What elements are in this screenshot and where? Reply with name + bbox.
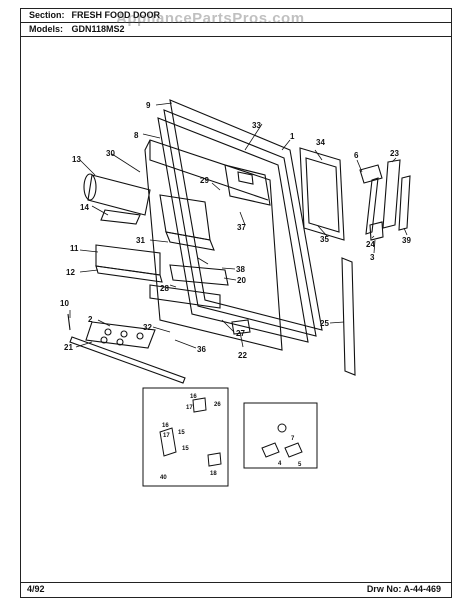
callout-34: 34 bbox=[316, 138, 325, 147]
callout-9: 9 bbox=[146, 101, 151, 110]
callout-15: 15 bbox=[178, 430, 185, 436]
callout-31: 31 bbox=[136, 236, 145, 245]
section-value: FRESH FOOD DOOR bbox=[71, 10, 161, 20]
callout-17: 17 bbox=[163, 433, 170, 439]
door-shelf-mid bbox=[169, 264, 229, 286]
door-liner bbox=[144, 139, 283, 351]
grill-hole bbox=[136, 332, 144, 340]
handle-trim bbox=[398, 175, 411, 231]
liner-upper-edge bbox=[149, 140, 269, 201]
handle-bracket bbox=[231, 319, 251, 335]
dairy-door-window bbox=[237, 171, 254, 185]
callout-20: 20 bbox=[237, 276, 246, 285]
grill-hole bbox=[116, 338, 124, 346]
callout-38: 38 bbox=[236, 265, 245, 274]
callout-40: 40 bbox=[160, 475, 167, 481]
callout-12: 12 bbox=[66, 268, 75, 277]
models-value: GDN118MS2 bbox=[71, 24, 125, 34]
door-panel-inner bbox=[305, 157, 340, 233]
callout-25: 25 bbox=[320, 319, 329, 328]
grill-hole bbox=[120, 330, 128, 338]
callout-5: 5 bbox=[298, 462, 302, 468]
callout-labels: 9 8 33 1 34 13 30 29 14 31 11 12 10 2 21… bbox=[60, 101, 411, 481]
callout-30: 30 bbox=[106, 149, 115, 158]
callout-14: 14 bbox=[80, 203, 89, 212]
butter-compartment-base bbox=[165, 231, 215, 251]
grill-hole bbox=[100, 336, 108, 344]
footer: 4/92 Drw No: A-44-469 bbox=[21, 582, 451, 597]
callout-27: 27 bbox=[236, 329, 245, 338]
door-handle bbox=[382, 159, 401, 229]
callout-22: 22 bbox=[238, 351, 247, 360]
grill-plate bbox=[85, 321, 156, 349]
section-label: Section: bbox=[29, 10, 65, 20]
screw bbox=[67, 313, 71, 331]
door-outer-panel bbox=[169, 99, 323, 331]
callout-21: 21 bbox=[64, 343, 73, 352]
inset-cam-5 bbox=[284, 442, 303, 458]
insets bbox=[142, 387, 318, 487]
callout-18: 18 bbox=[210, 471, 217, 477]
loose-parts bbox=[67, 147, 411, 384]
callout-1: 1 bbox=[290, 132, 295, 141]
door-gasket bbox=[163, 109, 317, 337]
callout-7: 7 bbox=[291, 436, 295, 442]
callout-26: 26 bbox=[214, 402, 221, 408]
door-panel-34 bbox=[299, 147, 345, 241]
callout-39: 39 bbox=[402, 236, 411, 245]
inset-bracket bbox=[207, 452, 222, 467]
hinge-bracket bbox=[369, 221, 384, 241]
callout-16b: 16 bbox=[190, 394, 197, 400]
inset-clip bbox=[192, 397, 207, 413]
callout-6: 6 bbox=[354, 151, 359, 160]
drawing-number: Drw No: A-44-469 bbox=[366, 584, 441, 594]
callout-35: 35 bbox=[320, 235, 329, 244]
callout-23: 23 bbox=[390, 149, 399, 158]
hinge-arm bbox=[365, 177, 379, 235]
diagram-frame: Section: FRESH FOOD DOOR Models: GDN118M… bbox=[20, 8, 452, 598]
egg-tray bbox=[100, 209, 141, 225]
callout-32: 32 bbox=[143, 323, 152, 332]
rail-end-cap bbox=[83, 173, 97, 201]
inset-hinge-part bbox=[159, 427, 177, 457]
hinge-top bbox=[359, 164, 383, 184]
watermark: AppliancePartsPros.com bbox=[116, 10, 305, 27]
callout-28: 28 bbox=[160, 284, 169, 293]
callout-17b: 17 bbox=[186, 405, 193, 411]
bottom-trim-strip bbox=[69, 336, 186, 384]
callout-2: 2 bbox=[88, 315, 93, 324]
callout-11: 11 bbox=[70, 244, 79, 253]
door-strip bbox=[341, 257, 356, 376]
footer-date: 4/92 bbox=[27, 584, 45, 594]
callout-3: 3 bbox=[370, 253, 375, 262]
callout-24: 24 bbox=[366, 240, 375, 249]
leader-lines bbox=[69, 102, 408, 349]
callout-16: 16 bbox=[162, 423, 169, 429]
models-label: Models: bbox=[29, 24, 64, 34]
grill-hole bbox=[104, 328, 112, 336]
inset-right bbox=[243, 402, 318, 469]
callout-8: 8 bbox=[134, 131, 139, 140]
inset-left bbox=[142, 387, 229, 487]
callout-13: 13 bbox=[72, 155, 81, 164]
egg-rack-rail bbox=[87, 174, 151, 216]
inset-pin bbox=[277, 423, 287, 433]
door-liner-rim bbox=[157, 117, 309, 343]
callout-33: 33 bbox=[252, 121, 261, 130]
callout-29: 29 bbox=[200, 176, 209, 185]
callout-15b: 15 bbox=[182, 446, 189, 452]
dairy-door bbox=[224, 164, 271, 206]
section-row: Section: FRESH FOOD DOOR bbox=[21, 9, 451, 23]
callout-37: 37 bbox=[237, 223, 246, 232]
callout-36: 36 bbox=[197, 345, 206, 354]
callout-4: 4 bbox=[278, 461, 282, 467]
models-row: Models: GDN118MS2 bbox=[21, 23, 451, 37]
door-assembly bbox=[144, 99, 323, 351]
door-shelf-lower bbox=[149, 284, 221, 309]
shelf-bin-lip bbox=[95, 265, 163, 283]
callout-10: 10 bbox=[60, 299, 69, 308]
inset-cam-4 bbox=[261, 442, 280, 458]
